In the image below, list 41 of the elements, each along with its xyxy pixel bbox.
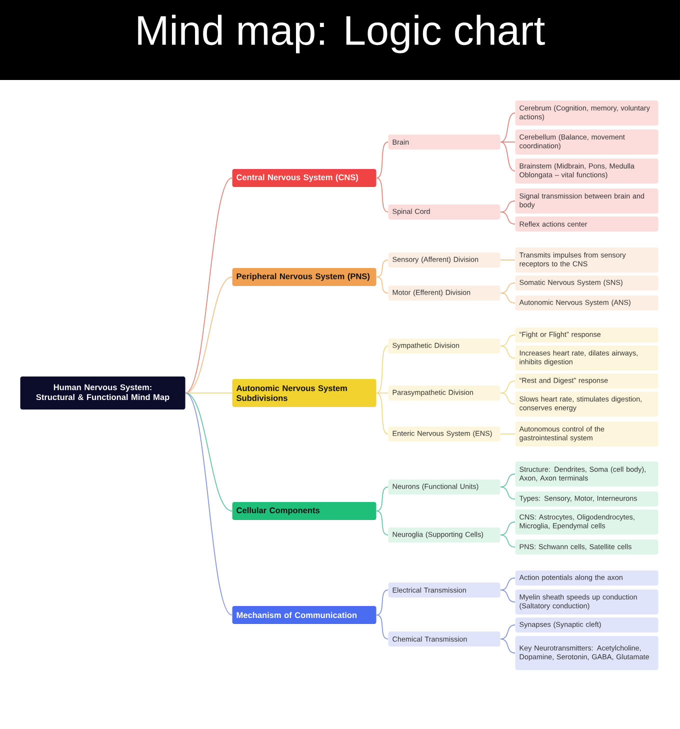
branch-box: Cellular Components <box>232 502 376 520</box>
connector-line <box>376 346 388 394</box>
connector-line <box>376 590 388 616</box>
connector-line <box>376 276 388 294</box>
connector-line <box>500 380 516 394</box>
connector-line <box>500 590 516 602</box>
connector-line <box>500 624 516 640</box>
connector-line <box>500 346 516 358</box>
connector-line <box>185 392 232 616</box>
connector-line <box>500 142 516 172</box>
connector-line <box>376 510 388 536</box>
connector-line <box>500 292 516 304</box>
connector-line <box>500 212 516 224</box>
connector-line <box>185 392 232 512</box>
root-box: Human Nervous System: Structural & Functional Mind Map <box>20 376 186 410</box>
connector-line <box>500 334 516 346</box>
connector-line <box>185 392 232 394</box>
connector-line <box>500 112 516 142</box>
branch-box: Autonomic Nervous System Subdivisions <box>232 379 376 407</box>
connector-line <box>500 392 516 404</box>
connector-line <box>376 178 388 212</box>
title: Mind map: Logic chart <box>138 14 545 54</box>
connector-line <box>376 486 388 512</box>
connector-line <box>376 392 388 394</box>
connector-line <box>500 486 516 500</box>
branch-box: Central Nervous System (CNS) <box>232 169 376 187</box>
connector-line <box>500 638 516 654</box>
connector-line <box>500 200 516 212</box>
connector-line <box>376 142 388 178</box>
connector-line <box>500 534 516 548</box>
connector-line <box>376 392 388 434</box>
connector-line <box>376 614 388 640</box>
connector-line <box>500 474 516 488</box>
branch-box: Peripheral Nervous System (PNS) <box>232 268 376 286</box>
connector-line <box>185 276 232 394</box>
connector-line <box>500 282 516 294</box>
connector-line <box>500 578 516 590</box>
connector-line <box>376 260 388 278</box>
connector-line <box>500 522 516 536</box>
connector-line <box>185 178 232 394</box>
branch-box: Mechanism of Communication <box>232 606 376 624</box>
